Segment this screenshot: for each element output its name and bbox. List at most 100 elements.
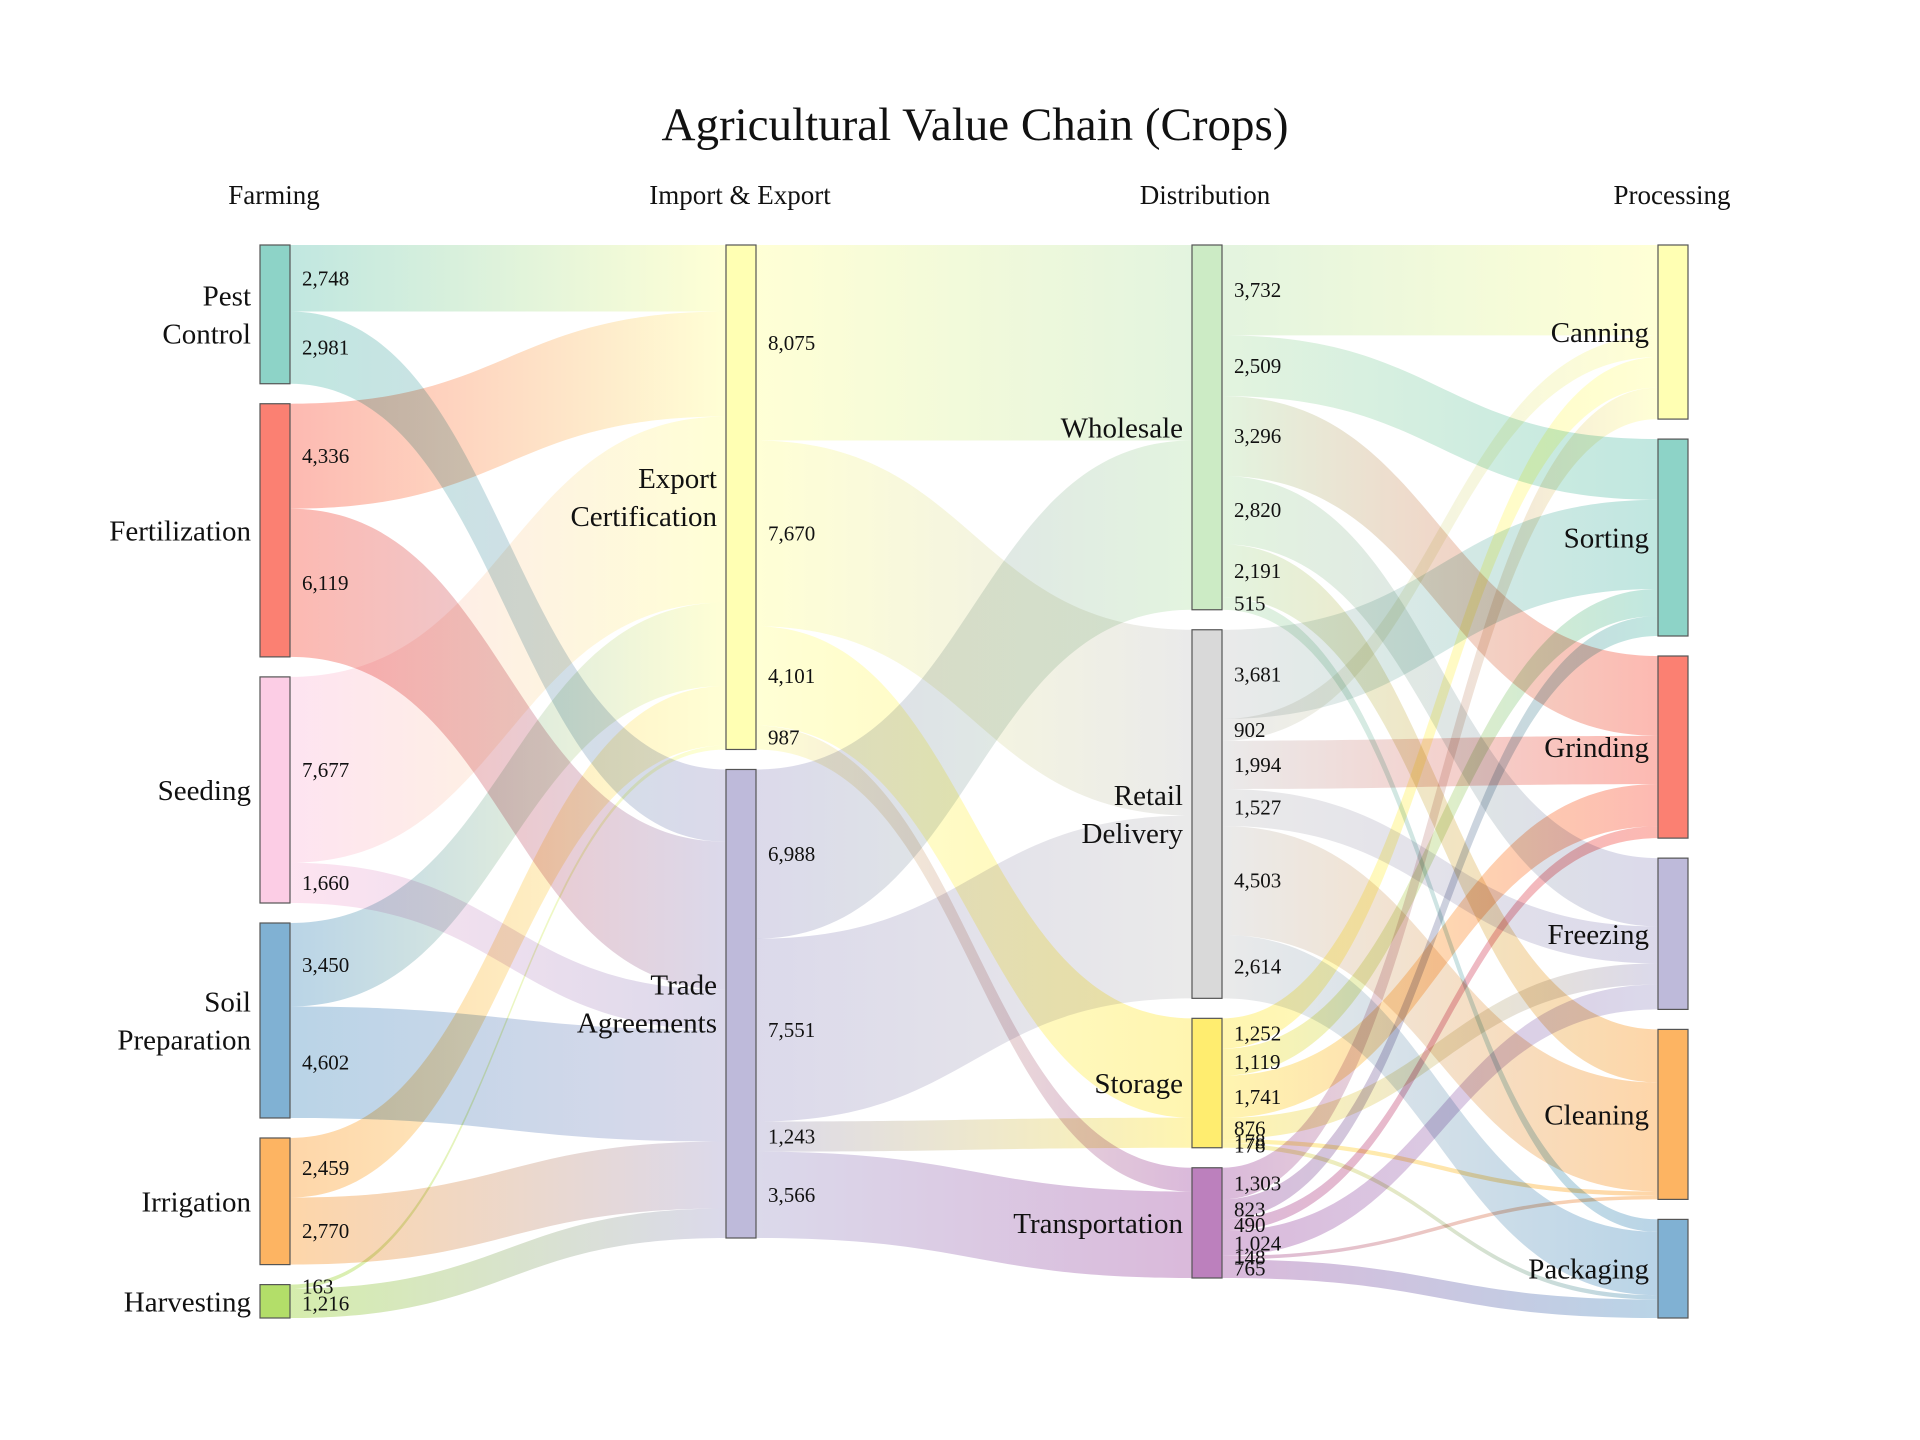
link-value-trade-to-stor: 1,243: [768, 1125, 815, 1149]
link-stor-to-freeze: [1222, 963, 1658, 1140]
node-irr[interactable]: [259, 1137, 291, 1266]
node-trans[interactable]: [1191, 1167, 1223, 1279]
node-pest[interactable]: [259, 244, 291, 385]
link-retail-to-can: [1222, 335, 1658, 741]
link-value-seed-to-exp: 7,677: [302, 758, 349, 782]
node-label-sort: Sorting: [1564, 523, 1649, 555]
node-label-grind: Grinding: [1544, 732, 1649, 764]
node-label-trans: Transportation: [1013, 1208, 1183, 1240]
link-fert-to-exp: [290, 311, 726, 509]
link-trans-to-grind: [1222, 826, 1658, 1232]
stage-label-processing: Processing: [1614, 180, 1731, 210]
chart-title: Agricultural Value Chain (Crops): [662, 99, 1289, 151]
node-trade[interactable]: [725, 768, 757, 1239]
node-stor[interactable]: [1191, 1017, 1223, 1149]
link-value-retail-to-freeze: 1,527: [1234, 796, 1281, 820]
labels-layer: 2,7482,9814,3366,1197,6771,6603,4504,602…: [109, 266, 1649, 1318]
link-value-seed-to-trade: 1,660: [302, 871, 349, 895]
node-whole[interactable]: [1191, 244, 1223, 611]
link-trade-to-whole: [756, 440, 1192, 939]
link-seed-to-exp: [290, 416, 726, 863]
link-value-fert-to-trade: 6,119: [302, 571, 348, 595]
link-value-exp-to-retail: 7,670: [768, 521, 815, 545]
link-value-retail-to-pack: 2,614: [1234, 955, 1282, 979]
node-fert[interactable]: [259, 403, 291, 658]
node-label-fert: Fertilization: [109, 515, 251, 547]
node-label-stor: Storage: [1094, 1068, 1183, 1100]
link-value-pest-to-exp: 2,748: [302, 266, 349, 290]
link-value-retail-to-clean: 4,503: [1234, 869, 1281, 893]
node-label-can: Canning: [1551, 317, 1649, 349]
link-value-retail-to-sort: 3,681: [1234, 662, 1281, 686]
link-value-trans-to-clean: 148: [1234, 1246, 1266, 1270]
link-harv-to-trade: [290, 1208, 726, 1318]
node-clean[interactable]: [1657, 1028, 1689, 1200]
link-value-pest-to-trade: 2,981: [302, 336, 349, 360]
link-trade-to-retail: [756, 815, 1192, 1122]
node-label-pack: Packaging: [1528, 1254, 1649, 1286]
link-trans-to-clean: [1222, 1195, 1658, 1260]
link-harv-to-exp: [290, 745, 726, 1289]
link-retail-to-grind: [1222, 735, 1658, 790]
link-value-stor-to-sort: 1,119: [1234, 1050, 1280, 1074]
link-stor-to-can: [1222, 357, 1658, 1049]
link-value-irr-to-trade: 2,770: [302, 1219, 349, 1243]
link-irr-to-trade: [290, 1141, 726, 1265]
link-value-trans-to-freeze: 1,024: [1234, 1231, 1282, 1255]
link-whole-to-can: [1222, 245, 1658, 336]
node-freeze[interactable]: [1657, 857, 1689, 1011]
node-label-clean: Cleaning: [1544, 1099, 1649, 1131]
link-value-retail-to-grind: 1,994: [1234, 753, 1282, 777]
stage-label-farming: Farming: [228, 180, 320, 210]
link-retail-to-freeze: [1222, 789, 1658, 964]
node-pack[interactable]: [1657, 1218, 1689, 1319]
link-trade-to-trans: [756, 1151, 1192, 1278]
node-harv[interactable]: [259, 1284, 291, 1319]
nodes-layer: [259, 244, 1689, 1319]
link-value-fert-to-exp: 4,336: [302, 444, 349, 468]
link-value-whole-to-pack: 515: [1234, 592, 1266, 616]
node-sort[interactable]: [1657, 438, 1689, 637]
link-value-whole-to-grind: 3,296: [1234, 424, 1281, 448]
link-whole-to-clean: [1222, 544, 1658, 1083]
link-value-exp-to-stor: 4,101: [768, 664, 815, 688]
link-whole-to-sort: [1222, 335, 1658, 500]
links-layer: [290, 245, 1658, 1318]
link-retail-to-clean: [1222, 825, 1658, 1192]
node-grind[interactable]: [1657, 655, 1689, 839]
node-exp[interactable]: [725, 244, 757, 751]
link-value-whole-to-freeze: 2,820: [1234, 498, 1281, 522]
node-label-seed: Seeding: [158, 775, 251, 807]
link-fert-to-trade: [290, 508, 726, 990]
node-can[interactable]: [1657, 244, 1689, 420]
link-stor-to-clean: [1222, 1139, 1658, 1196]
link-value-trans-to-grind: 490: [1234, 1213, 1266, 1237]
link-trans-to-sort: [1222, 616, 1658, 1220]
link-value-stor-to-pack: 178: [1234, 1134, 1266, 1158]
link-value-irr-to-exp: 2,459: [302, 1156, 349, 1180]
link-stor-to-pack: [1222, 1143, 1658, 1300]
link-value-trans-to-can: 1,303: [1234, 1172, 1281, 1196]
node-label-irr: Irrigation: [141, 1186, 251, 1218]
link-trans-to-can: [1222, 387, 1658, 1200]
link-value-stor-to-clean: 178: [1234, 1129, 1266, 1153]
link-value-exp-to-trans: 987: [768, 726, 800, 750]
link-trans-to-freeze: [1222, 984, 1658, 1256]
link-trans-to-pack: [1222, 1259, 1658, 1318]
node-retail[interactable]: [1191, 629, 1223, 999]
node-soil[interactable]: [259, 922, 291, 1119]
link-value-harv-to-exp: 163: [302, 1275, 334, 1299]
link-value-trade-to-retail: 7,551: [768, 1018, 815, 1042]
link-value-stor-to-can: 1,252: [1234, 1021, 1281, 1045]
link-value-whole-to-sort: 2,509: [1234, 354, 1281, 378]
node-seed[interactable]: [259, 676, 291, 904]
link-pest-to-exp: [290, 245, 726, 312]
link-stor-to-sort: [1222, 588, 1658, 1076]
link-value-harv-to-trade: 1,216: [302, 1291, 349, 1315]
